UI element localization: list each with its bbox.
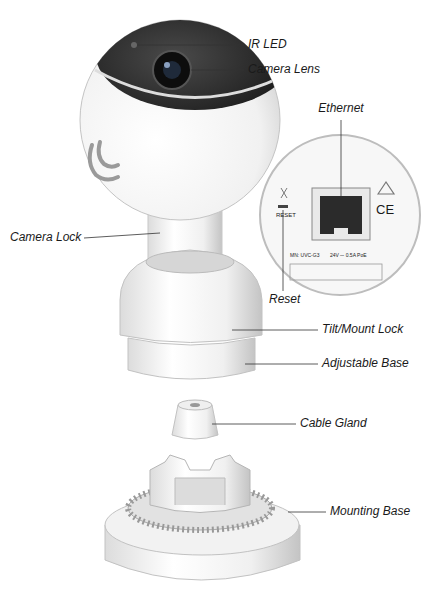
part-label: Cable Gland [300, 417, 367, 431]
part-label: Reset [269, 293, 300, 307]
part-label: Adjustable Base [322, 357, 409, 371]
camera-lens [153, 51, 191, 89]
leader-lines [84, 45, 341, 512]
part-label: Mounting Base [330, 505, 410, 519]
part-label: Tilt/Mount Lock [322, 323, 403, 337]
part-label: Camera Lens [248, 63, 320, 77]
device-marking: 24V ⎓ 0.5A PoE [330, 253, 367, 259]
tilt-mount-lock [120, 250, 262, 343]
device-marking: MN: UVC-G3 [290, 253, 319, 259]
reset-button [278, 205, 288, 208]
part-label: Camera Lock [10, 231, 81, 245]
ir-led [131, 42, 137, 48]
logo [90, 142, 118, 180]
part-label: IR LED [248, 38, 287, 52]
device-marking: RESET [276, 212, 296, 219]
camera-visor [95, 0, 295, 110]
part-label: Ethernet [318, 102, 363, 116]
detail-inset [260, 135, 420, 295]
adjustable-base [128, 338, 255, 379]
device-marking: CE [376, 203, 394, 218]
